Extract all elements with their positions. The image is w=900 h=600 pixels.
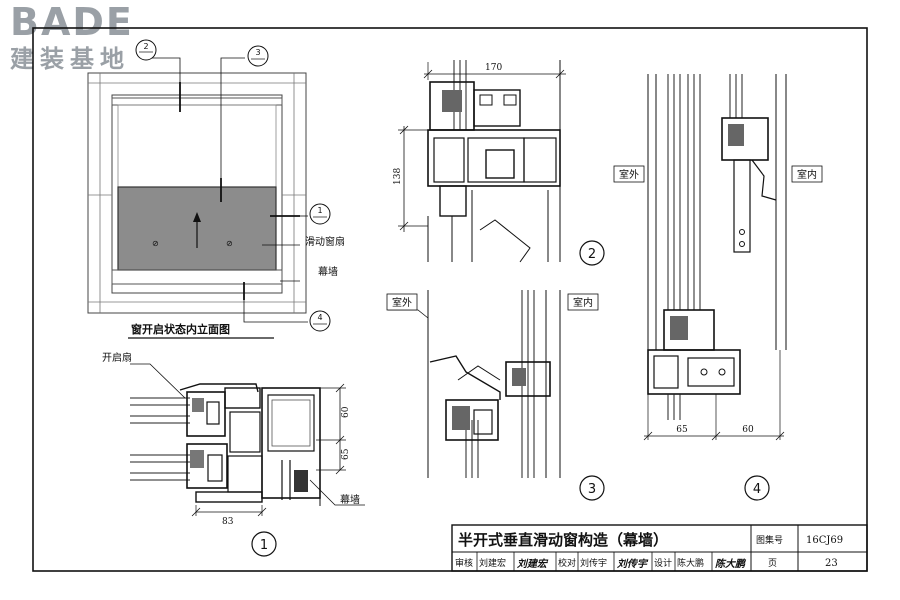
reviewer-name: 刘建宏 — [479, 557, 506, 569]
design-label: 设计 — [654, 557, 672, 569]
label-outside-3: 室外 — [392, 296, 412, 309]
dim-60-detail-1: 60 — [341, 406, 351, 418]
title-block — [451, 524, 868, 572]
label-inside-4: 室内 — [797, 168, 817, 181]
label-inside-3: 室内 — [573, 296, 593, 309]
dim-60-detail-4: 60 — [742, 425, 754, 435]
detail-3-number: 3 — [588, 482, 596, 497]
svg-text:⊘: ⊘ — [152, 239, 159, 248]
up-arrow-icon — [193, 212, 201, 222]
window-elevation: ⊘ ⊘ — [87, 57, 308, 323]
detail-2-number: 2 — [588, 247, 596, 262]
brand-logo: BADE — [10, 0, 134, 44]
detail-1-section — [130, 363, 365, 517]
atlas-number-label: 图集号 — [756, 534, 783, 546]
detail-4-number: 4 — [753, 482, 761, 497]
drawing-title: 半开式垂直滑动窗构造（幕墙） — [458, 531, 668, 549]
label-outside-4: 室外 — [619, 168, 639, 181]
designer-name: 陈大鹏 — [677, 557, 704, 569]
callout-4-label: 4 — [317, 313, 322, 322]
dim-65-detail-4: 65 — [676, 425, 688, 435]
callout-2-label: 2 — [143, 42, 148, 51]
elevation-caption: 窗开启状态内立面图 — [131, 322, 230, 336]
detail-3-section — [388, 290, 561, 478]
sheet-border — [32, 27, 868, 572]
detail-1-number: 1 — [260, 538, 268, 553]
callout-3-label: 3 — [255, 48, 260, 57]
page-number: 23 — [825, 558, 838, 569]
dim-83-detail-1: 83 — [222, 517, 234, 527]
callout-1-label: 1 — [317, 206, 322, 215]
callout-circles: 2 3 1 4 — [135, 39, 331, 332]
designer-signature: 陈大鹏 — [715, 558, 747, 570]
reviewer-signature: 刘建宏 — [517, 558, 549, 570]
checker-name: 刘传宇 — [580, 557, 607, 569]
label-open-sash: 开启扇 — [102, 351, 132, 364]
svg-text:⊘: ⊘ — [226, 239, 233, 248]
dim-138-detail-2: 138 — [393, 168, 403, 185]
label-curtain-wall: 幕墙 — [318, 265, 338, 278]
brand-logo-subtitle: 建装基地 — [10, 45, 130, 73]
check-label: 校对 — [558, 557, 576, 569]
dim-65-detail-1: 65 — [341, 448, 351, 460]
dim-170-detail-2: 170 — [485, 63, 502, 73]
atlas-number: 16CJ69 — [806, 535, 843, 546]
review-label: 审核 — [455, 557, 473, 569]
detail-2-section — [398, 60, 566, 263]
checker-signature: 刘传宇 — [617, 558, 649, 570]
label-sliding-sash: 滑动窗扇 — [305, 235, 345, 248]
label-curtain-wall-1: 幕墙 — [340, 493, 360, 506]
detail-4-section — [643, 74, 787, 441]
page-label: 页 — [768, 558, 777, 569]
